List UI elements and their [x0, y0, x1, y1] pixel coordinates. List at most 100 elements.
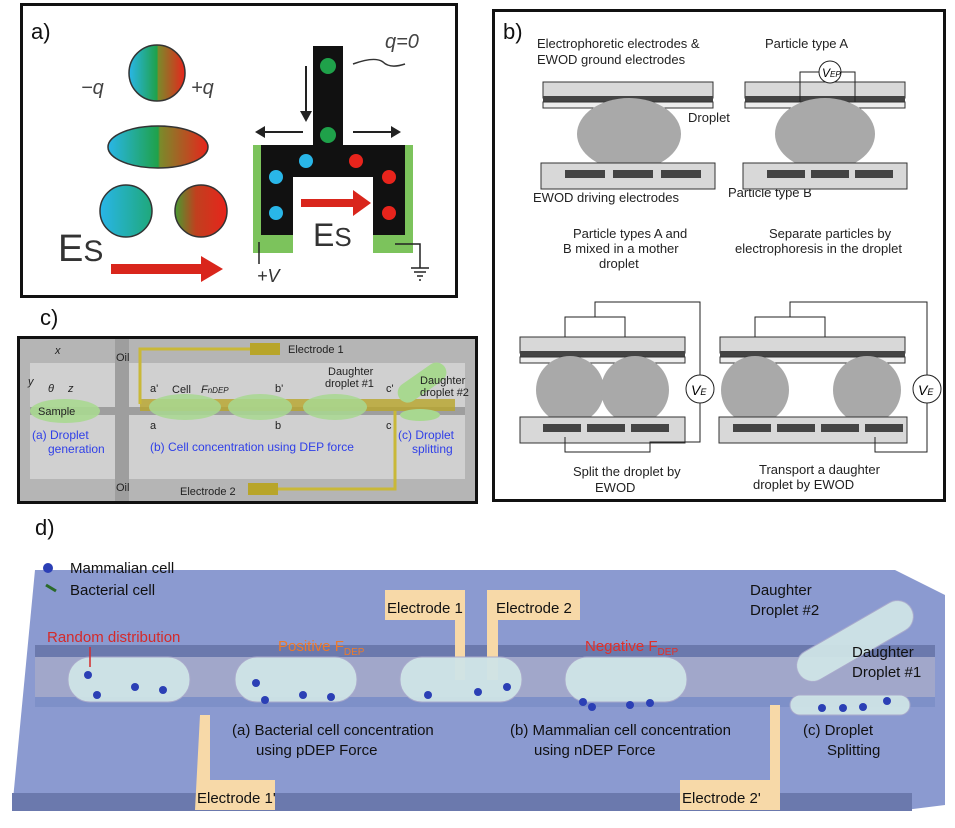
droplet-ndep	[564, 656, 688, 703]
stage-3-split-droplet: VE	[519, 301, 715, 453]
flow-arrow-head	[255, 126, 265, 138]
ve-label: VE	[691, 382, 707, 398]
panel-b-label: b)	[503, 19, 523, 44]
panel-d-label: d)	[35, 515, 55, 540]
step-b-label: (b) Cell concentration using DEP force	[150, 440, 354, 454]
caption-2-line2: electrophoresis in the droplet	[735, 241, 902, 256]
negative-dot	[269, 170, 283, 184]
neutral-particle	[320, 58, 336, 74]
axis-theta-label: θ	[48, 383, 54, 395]
negative-dot	[299, 154, 313, 168]
channel-left-arm	[261, 145, 293, 235]
bacterial-cell-icon	[45, 583, 57, 593]
legend-bacterial: Bacterial cell	[70, 582, 155, 599]
ewod-callout: EWOD driving electrodes	[533, 190, 679, 205]
daughter-2-line1: Daughter	[420, 375, 466, 387]
field-arrow-left	[111, 256, 223, 282]
panel-d-diagram: Mammalian cell Bacterial cell Electrode …	[12, 560, 945, 811]
neutral-pointer	[352, 58, 406, 67]
panel-b: b) Electrophoretic electrodes & EWOD gro…	[492, 9, 946, 502]
electrode-callout-line1: Electrophoretic electrodes &	[537, 36, 700, 51]
step-c-line2: Splitting	[827, 742, 880, 759]
step-a-line1: (a) Bacterial cell concentration	[232, 722, 434, 739]
daughter-droplet-1	[789, 694, 911, 716]
step-c-line2: splitting	[412, 442, 453, 456]
daughter-droplet-2	[796, 600, 914, 682]
particle-a-callout: Particle type A	[765, 36, 848, 51]
positive-dep-label: Positive FDEP	[278, 638, 365, 658]
droplet-mid	[399, 656, 523, 703]
negative-charge-label: −q	[81, 77, 104, 99]
negative-dot	[269, 206, 283, 220]
oil-bottom-label: Oil	[116, 482, 129, 494]
caption-1-line1: Particle types A and	[573, 226, 687, 241]
positive-particle	[174, 184, 228, 238]
droplet-callout: Droplet	[688, 110, 730, 125]
channel-right-arm	[373, 145, 405, 235]
caption-1-line2: B mixed in a mother	[563, 241, 679, 256]
electrode-2-label: Electrode 2	[496, 600, 572, 617]
section-c-prime: c'	[386, 383, 394, 395]
section-b: b	[275, 420, 281, 432]
section-a: a	[150, 420, 157, 432]
stage-4-transport-droplet: VE	[718, 301, 942, 453]
ground-icon	[411, 267, 429, 281]
section-b-prime: b'	[275, 383, 283, 395]
ve-label-2: VE	[918, 382, 934, 398]
legend-mammalian: Mammalian cell	[70, 560, 174, 577]
caption-4-line2: droplet by EWOD	[753, 477, 854, 492]
daughter-2-line2: droplet #2	[420, 387, 469, 399]
step-a-line1: (a) Droplet	[32, 428, 89, 442]
electrode-2-label: Electrode 2	[180, 486, 236, 498]
caption-2-line1: Separate particles by	[769, 226, 892, 241]
caption-4-line1: Transport a daughter	[759, 462, 881, 477]
axis-y-label: y	[27, 376, 35, 388]
panel-c: x y z θ Oil Oil Sample Electrode 1 Elect…	[17, 336, 478, 504]
daughter-1-line2: droplet #1	[325, 378, 374, 390]
positive-charge-label: +q	[191, 77, 214, 99]
random-distribution-label: Random distribution	[47, 629, 180, 646]
positive-dot	[382, 206, 396, 220]
channel-gap	[293, 177, 373, 257]
positive-dot	[382, 170, 396, 184]
ground-lead	[395, 243, 421, 268]
electrode-callout-line2: EWOD ground electrodes	[537, 52, 686, 67]
electrode-1-prime-label: Electrode 1'	[197, 790, 276, 807]
field-arrow-right	[301, 190, 371, 216]
panel-d: Mammalian cell Bacterial cell Electrode …	[0, 555, 955, 823]
daughter-1-line1: Daughter	[852, 644, 914, 661]
daughter-1-line2: Droplet #1	[852, 664, 921, 681]
caption-3-line1: Split the droplet by	[573, 464, 681, 479]
cell-label: Cell	[172, 384, 191, 396]
panel-a-diagram: a) −q +q ES ES q=0	[31, 19, 429, 286]
step-a-line2: using pDEP Force	[256, 742, 377, 759]
sample-label: Sample	[38, 406, 75, 418]
neutral-particle	[320, 127, 336, 143]
electrode-1-label: Electrode 1	[387, 600, 463, 617]
step-a-line2: generation	[48, 442, 105, 456]
field-label-right: ES	[313, 217, 352, 253]
section-a-prime: a'	[150, 383, 158, 395]
stage-1-mixed-droplet	[540, 81, 716, 190]
electrode-1-label: Electrode 1	[288, 344, 344, 356]
stretched-particle	[107, 125, 209, 169]
mammalian-cells	[84, 671, 891, 712]
step-b-line1: (b) Mammalian cell concentration	[510, 722, 731, 739]
droplet-random	[67, 656, 191, 703]
oil-top-label: Oil	[116, 352, 129, 364]
step-b-line2: using nDEP Force	[534, 742, 655, 759]
caption-1-line3: droplet	[599, 256, 639, 271]
droplet-pdep	[234, 656, 358, 703]
panel-c-label: c)	[40, 305, 59, 330]
panel-a: a) −q +q ES ES q=0	[20, 3, 458, 298]
section-c: c	[386, 420, 392, 432]
mammalian-cell-icon	[43, 563, 53, 573]
negative-particle	[99, 184, 153, 238]
electrodes	[195, 590, 780, 810]
flow-arrow-head	[300, 111, 312, 122]
oil-channel	[115, 339, 129, 501]
panel-b-diagram: b) Electrophoretic electrodes & EWOD gro…	[503, 19, 942, 495]
positive-dot	[349, 154, 363, 168]
panel-a-label: a)	[31, 19, 51, 44]
caption-3-line2: EWOD	[595, 480, 635, 495]
